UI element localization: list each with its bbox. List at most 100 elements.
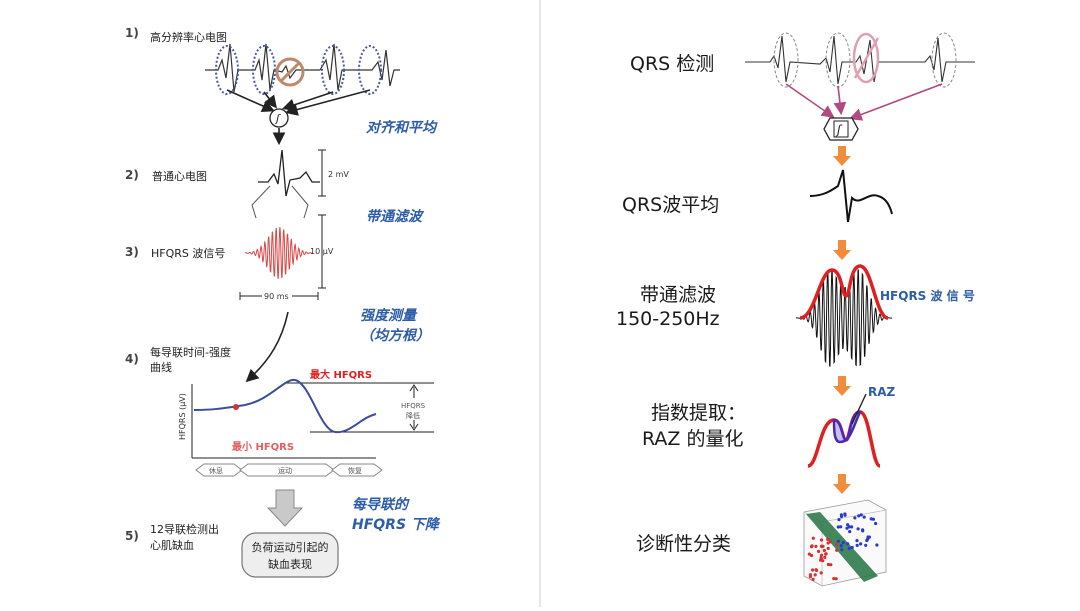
averaged-qrs-trace [809, 169, 893, 223]
plot-ylabel: HFQRS (µV) [178, 393, 187, 440]
scatter-point-red [828, 540, 832, 544]
phase-recovery: 恢复 [348, 466, 362, 475]
label-qrs-avg: QRS波平均 [622, 194, 719, 216]
filter-funnel [251, 185, 309, 219]
phase-rest: 休息 [209, 466, 223, 475]
scatter-point-blue [850, 545, 854, 550]
scatter-point-red [819, 571, 823, 575]
label-index-1: 指数提取： [651, 402, 746, 424]
step5-number: 5) [125, 529, 139, 543]
scatter-point-red [824, 552, 828, 556]
scatter-point-blue [848, 530, 852, 534]
right-arrow-2 [833, 85, 847, 116]
raz-tag: RAZ [868, 385, 896, 399]
scatter-point-red [814, 568, 818, 572]
right-beat-ellipse-3 [931, 32, 957, 88]
scatter-point-blue [855, 543, 859, 548]
right-hfqrs-envelope [799, 264, 889, 320]
step1-number: 1) [125, 26, 139, 40]
scatter-point-red [829, 563, 833, 567]
scale-bar-2mv [318, 149, 326, 197]
label-index-2: RAZ 的量化 [642, 428, 744, 450]
scatter-point-blue [874, 521, 878, 526]
scatter-point-red [808, 575, 813, 579]
beat-ellipse-4 [358, 45, 382, 95]
scatter-point-red [834, 577, 838, 581]
step3-label: HFQRS 波信号 [151, 247, 225, 260]
right-arrow-3 [849, 83, 943, 121]
step3-number: 3) [125, 245, 139, 259]
right-ecg-trace [745, 35, 975, 85]
scatter-point-red [811, 536, 815, 540]
orange-arrow-1 [833, 146, 851, 166]
scatter-point-blue [853, 516, 857, 520]
scatter-point-blue [843, 512, 847, 516]
scatter-point-blue [847, 525, 851, 529]
scatter-point-red [814, 544, 818, 549]
scatter-point-blue [861, 529, 865, 533]
scatter-point-blue [836, 525, 840, 529]
caption-align: 对齐和平均 [366, 119, 438, 136]
scatter-point-red [826, 546, 830, 551]
curved-arrow-to-step4 [245, 311, 289, 383]
label-hfqrs-signal: HFQRS 波 信 号 [880, 288, 975, 303]
scatter-point-red [823, 555, 827, 560]
scatter-point-blue [864, 543, 868, 547]
scatter-point-blue [839, 514, 844, 519]
svg-text:ʃ: ʃ [274, 112, 281, 125]
caption-intensity-2: （均方根） [360, 327, 430, 344]
scatter-point-red [819, 553, 824, 557]
step4-label-2: 曲线 [150, 360, 172, 374]
orange-arrow-4 [833, 474, 851, 494]
scatter-point-blue [855, 539, 859, 543]
rejected-beat-icon [275, 57, 305, 87]
integrator-icon: ʃ [269, 108, 289, 128]
scatter-point-blue [847, 546, 851, 551]
right-rejected-beat-icon [852, 32, 880, 84]
phase-bar [195, 463, 383, 477]
scatter-point-blue [875, 543, 879, 547]
scatter-point-blue [846, 542, 850, 546]
scatter-point-blue [856, 527, 860, 531]
scatter-point-blue [836, 539, 841, 543]
max-hfqrs-label: 最大 HFQRS [310, 368, 372, 381]
scatter-point-blue [859, 513, 863, 517]
phase-exercise: 运动 [278, 466, 292, 475]
beat-ellipse-1 [215, 45, 239, 95]
right-hfqrs-oscillation [795, 269, 893, 367]
step4-label-1: 每导联时间-强度 [150, 345, 231, 359]
caption-drop-2: HFQRS 下降 [352, 516, 441, 533]
normal-ecg-trace [258, 149, 320, 197]
drop-label-2: 降低 [406, 411, 420, 420]
scatter-point-blue [862, 515, 866, 519]
raz-pointer [851, 393, 867, 425]
label-diagnosis: 诊断性分类 [636, 533, 731, 555]
scatter-point-red [819, 556, 823, 560]
hfqrs-signal-trace [244, 227, 314, 279]
step4-number: 4) [125, 352, 139, 366]
scatter-point-red [820, 544, 824, 549]
scatter-point-red [826, 562, 831, 567]
orange-arrow-2 [833, 240, 851, 260]
result-line-1: 负荷运动引起的 [252, 540, 329, 554]
scatter-point-red [822, 548, 827, 553]
scatter-point-red [807, 552, 812, 556]
down-arrow-to-result [266, 489, 304, 527]
scale-10uv: 10 µV [310, 247, 334, 256]
scatter-point-blue [869, 517, 873, 521]
scatter-point-red [817, 549, 821, 554]
scatter-point-blue [857, 514, 861, 518]
arrow-beat2 [263, 91, 277, 109]
right-arrow-1 [785, 83, 835, 118]
scatter-point-red [835, 548, 839, 552]
label-qrs-detect: QRS 检测 [630, 53, 714, 75]
caption-bandpass: 带通滤波 [366, 208, 425, 225]
arrow-beat4 [284, 89, 371, 116]
scatter-point-blue [859, 542, 863, 546]
scatter-point-blue [866, 535, 870, 539]
drop-label-1: HFQRS [401, 402, 426, 410]
step2-label: 普通心电图 [152, 169, 207, 183]
orange-arrow-3 [833, 376, 851, 396]
